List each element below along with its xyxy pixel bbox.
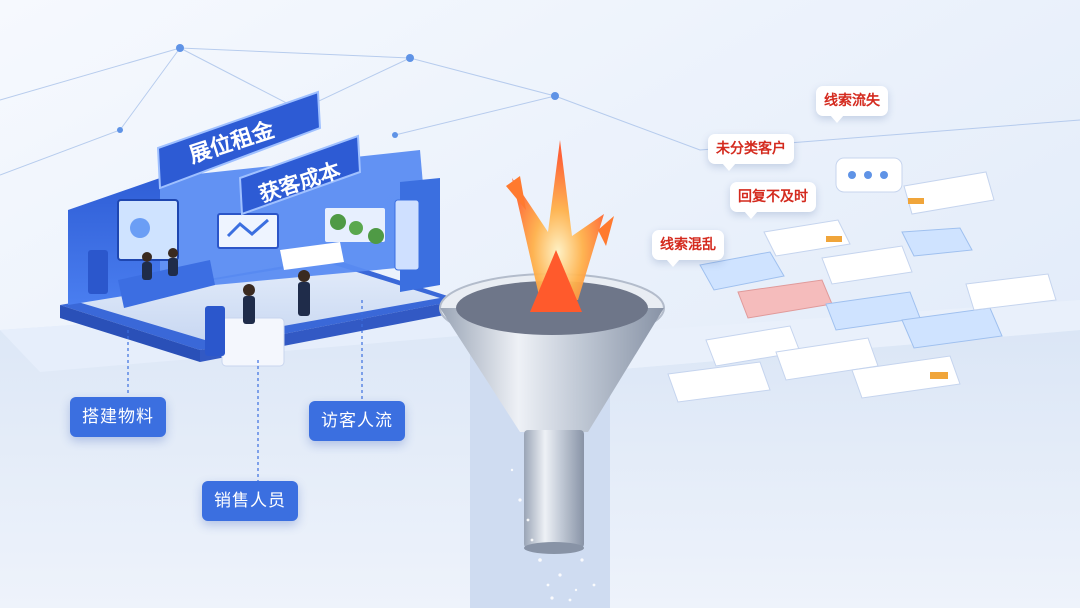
lead-card-icon: [901, 307, 1003, 349]
leader-lines: [127, 300, 363, 482]
lead-card-icon: [901, 227, 973, 257]
label-sales: 销售人员: [202, 481, 298, 521]
network-nodes: [117, 44, 559, 138]
lead-card-icon: [965, 273, 1057, 311]
lead-card-icon: [667, 361, 771, 403]
lead-card-icon: [699, 251, 785, 291]
chat-bubble-icon: [835, 157, 903, 193]
right-platform: [610, 330, 1080, 608]
issue-late-reply: 回复不及时: [730, 182, 816, 219]
sign-booth-rent: 展位租金: [156, 90, 322, 190]
issue-leads-lost: 线索流失: [816, 86, 888, 123]
label-visitors: 访客人流: [309, 401, 405, 441]
lead-cards: [667, 171, 1057, 403]
flame-icon: [506, 140, 614, 312]
lead-card-icon: [763, 219, 851, 257]
issue-unclassified: 未分类客户: [708, 134, 794, 171]
left-platform: [0, 300, 470, 608]
exhibition-booth-icon: [60, 150, 460, 367]
issue-leads-chaos: 线索混乱: [652, 230, 724, 267]
lead-card-icon: [821, 245, 913, 285]
droplets: [510, 468, 596, 602]
lead-card-icon: [851, 355, 961, 399]
label-materials: 搭建物料: [70, 397, 166, 437]
lead-card-icon: [903, 171, 995, 215]
